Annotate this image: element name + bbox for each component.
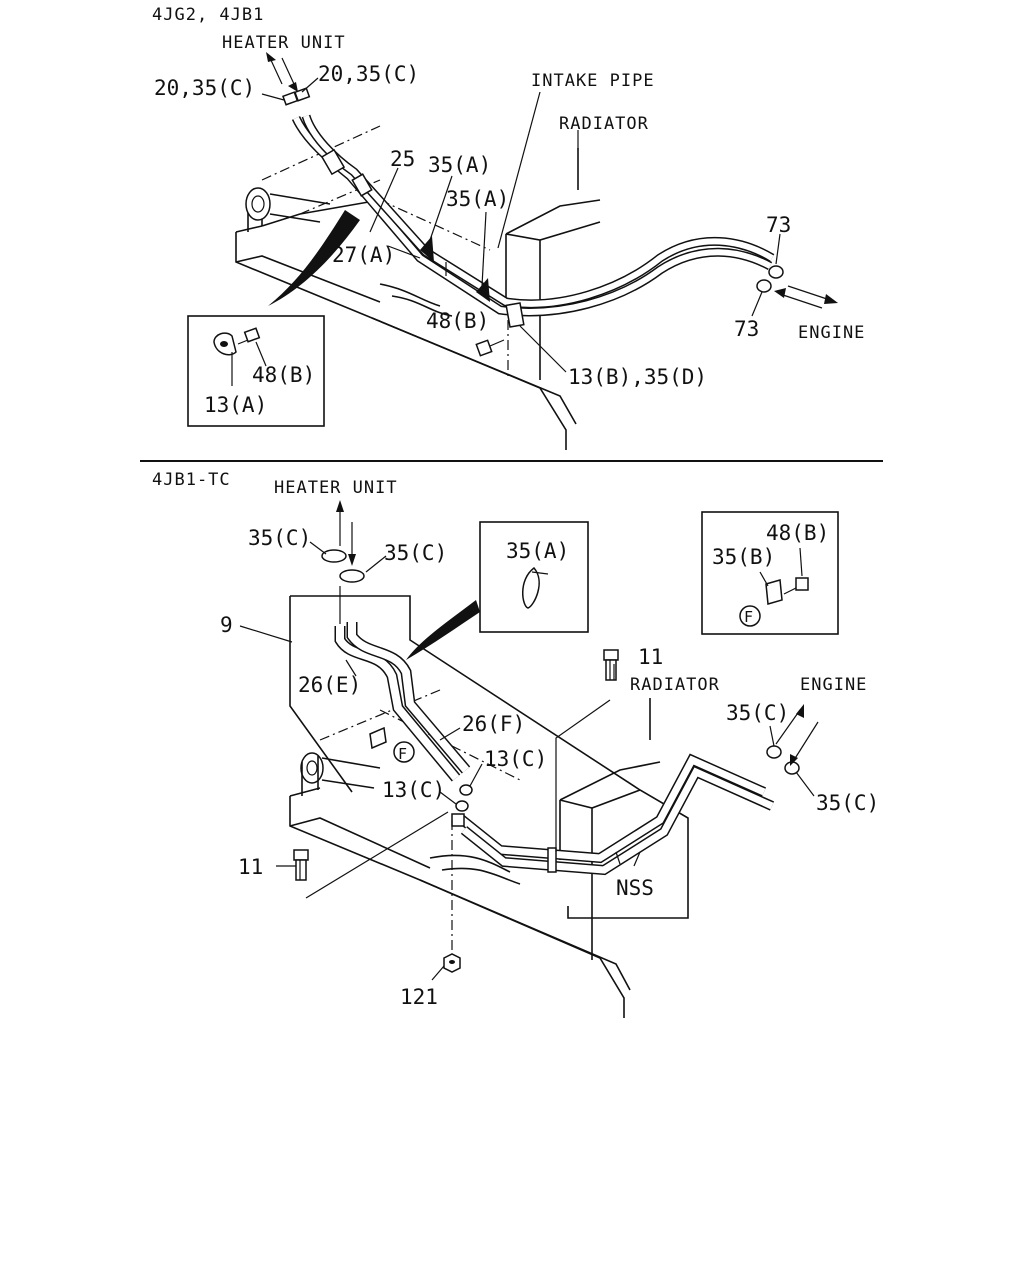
upper-part-25: 25 [390,147,415,171]
upper-heater-unit-label: HEATER UNIT [222,33,346,53]
inset-clip-part-35a: 35(A) [506,539,569,563]
upper-part-35a-second: 35(A) [446,187,509,211]
upper-inset-box: 48(B) 13(A) [187,315,325,427]
upper-radiator-block [505,148,601,380]
upper-heater-hoses [282,87,784,328]
lower-f-mark: F [398,745,407,763]
lower-part-35c-c: 35(C) [726,701,789,725]
lower-inset-bracket: F 48(B) 35(B) [701,511,839,635]
lower-part-11-left: 11 [238,855,263,879]
upper-frame-rail [235,125,577,450]
lower-inset-pointer [406,600,480,660]
upper-part-35a-first: 35(A) [428,153,491,177]
upper-section: 4JG2, 4JB1 HEATER UNIT INTAKE PIPE RADIA… [152,5,865,450]
upper-engine-arrows [774,285,838,309]
inset-bracket-f-mark: F [744,608,753,626]
lower-part-35c-d: 35(C) [816,791,879,815]
upper-part-20-35c-left: 20,35(C) [154,76,255,100]
upper-heater-arrows [266,52,298,92]
upper-engine-label: ENGINE [798,323,865,343]
upper-inset-pointer [268,210,360,306]
upper-part-73-bottom: 73 [734,317,759,341]
upper-radiator-label: RADIATOR [559,114,649,134]
inset-bracket-part-35b: 35(B) [712,545,775,569]
lower-part-26f: 26(F) [462,712,525,736]
lower-section-title: 4JB1-TC [152,470,231,490]
lower-part-13c-a: 13(C) [484,747,547,771]
lower-engine-arrows [775,704,819,766]
lower-part-11-top: 11 [638,645,663,669]
upper-part-73-top: 73 [766,213,791,237]
lower-leader-lines [239,541,815,981]
lower-fasteners [293,649,619,973]
upper-part-20-35c-right: 20,35(C) [318,62,419,86]
upper-leader-lines [261,77,781,373]
lower-inset-clip: 35(A) [479,521,589,633]
lower-part-13c-b: 13(C) [382,778,445,802]
lower-heater-arrows [336,500,356,566]
lower-heater-hoses [321,549,800,876]
lower-nss-label: NSS [616,876,654,900]
inset-part-48b: 48(B) [252,363,315,387]
lower-part-26e: 26(E) [298,673,361,697]
upper-part-27a: 27(A) [332,243,395,267]
inset-bracket-part-48b: 48(B) [766,521,829,545]
lower-f-bracket: F [369,726,415,763]
lower-radiator-block [559,698,661,960]
upper-intake-pipe-label: INTAKE PIPE [531,71,655,91]
lower-radiator-label: RADIATOR [630,675,720,695]
lower-part-121: 121 [400,985,438,1009]
lower-part-9: 9 [220,613,233,637]
upper-part-48b: 48(B) [426,309,489,333]
inset-part-13a: 13(A) [204,393,267,417]
upper-bolt-48b [475,339,505,357]
upper-part-13b-35d: 13(B),35(D) [568,365,707,389]
upper-section-title: 4JG2, 4JB1 [152,5,264,25]
lower-heater-unit-label: HEATER UNIT [274,478,398,498]
lower-engine-label: ENGINE [800,675,867,695]
lower-part-35c-a: 35(C) [248,526,311,550]
lower-section: 4JB1-TC HEATER UNIT RADIATOR ENGINE [152,470,879,1018]
lower-part-35c-b: 35(C) [384,541,447,565]
